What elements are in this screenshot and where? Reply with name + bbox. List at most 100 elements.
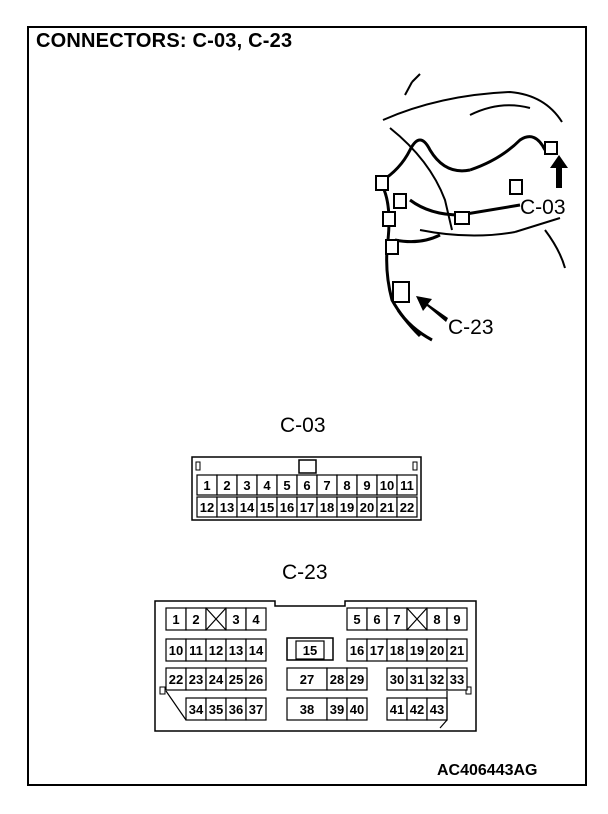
c23-pin-34: 34	[189, 702, 204, 717]
page-title: CONNECTORS: C-03, C-23	[36, 30, 293, 52]
c03-guide-right	[412, 461, 418, 471]
c23-pin-6: 6	[373, 612, 380, 627]
blank-cavity-cross	[406, 607, 428, 631]
c23-pin-36: 36	[229, 702, 243, 717]
c23-pin-29: 29	[350, 672, 364, 687]
c23-pin-38: 38	[300, 702, 314, 717]
c03-pin-5: 5	[283, 478, 290, 493]
c03-guide-left	[195, 461, 201, 471]
c23-pin-8: 8	[433, 612, 440, 627]
c23-pin-21-cell	[446, 638, 468, 662]
c03-pin-4: 4	[263, 478, 271, 493]
c23-pin-35: 35	[209, 702, 223, 717]
wiring-harness	[378, 135, 547, 342]
c23-pin-4: 4	[252, 612, 260, 627]
c23-pin-7: 7	[393, 612, 400, 627]
c03-pin-22: 22	[400, 500, 414, 515]
diagram-frame	[27, 26, 587, 786]
c23-pin-37-cell	[245, 697, 267, 721]
c23-pin-18: 18	[390, 643, 404, 658]
arrow-c23-icon	[416, 296, 448, 322]
c23-pin-26-cell	[245, 667, 267, 691]
c23-pin-32: 32	[430, 672, 444, 687]
c23-pin-40-cell	[346, 697, 368, 721]
c23-pin-12: 12	[209, 643, 223, 658]
c03-pin-7: 7	[323, 478, 330, 493]
c03-pin-22-cell	[396, 496, 418, 518]
harness-connectors	[375, 141, 558, 303]
c03-pin-11-cell	[396, 474, 418, 496]
blank-cavity-cross	[205, 607, 227, 631]
figure-code: AC406443AG	[437, 762, 538, 779]
c23-pin-1: 1	[172, 612, 179, 627]
c03-pin-16: 16	[280, 500, 294, 515]
callout-c23: C-23	[448, 316, 494, 339]
c23-pin-2: 2	[192, 612, 199, 627]
c23-pin-11: 11	[189, 643, 203, 658]
c23-key-slant-right	[439, 691, 448, 729]
c03-pin-15: 15	[260, 500, 274, 515]
c03-pin-13: 13	[220, 500, 234, 515]
c23-pin-3: 3	[232, 612, 239, 627]
c23-guide-left	[159, 686, 166, 695]
c03-pin-6: 6	[303, 478, 310, 493]
c03-pin-19: 19	[340, 500, 354, 515]
c23-pin-39: 39	[330, 702, 344, 717]
c03-pin-21: 21	[380, 500, 394, 515]
c23-pin-16: 16	[350, 643, 364, 658]
c23-pin-25: 25	[229, 672, 243, 687]
c03-pin-8: 8	[343, 478, 350, 493]
c23-pin-23: 23	[189, 672, 203, 687]
c23-pin-13: 13	[229, 643, 243, 658]
c23-pin-14-cell	[245, 638, 267, 662]
c23-pin-20: 20	[430, 643, 444, 658]
c23-pin-30: 30	[390, 672, 404, 687]
c23-pin-9: 9	[453, 612, 460, 627]
c23-pin-37: 37	[249, 702, 263, 717]
c23-pin-19: 19	[410, 643, 424, 658]
c03-pin-10: 10	[380, 478, 394, 493]
c23-pin-33: 33	[450, 672, 464, 687]
c03-pin-12: 12	[200, 500, 214, 515]
c23-pin-31: 31	[410, 672, 424, 687]
c03-lock-tab	[298, 459, 317, 474]
c23-pin-29-cell	[346, 667, 368, 691]
c23-key-slant-left	[165, 690, 187, 721]
c03-pin-17: 17	[300, 500, 314, 515]
dashboard-outline	[382, 73, 566, 269]
c23-pin-41: 41	[390, 702, 404, 717]
c23-pin-5: 5	[353, 612, 360, 627]
c03-label: C-03	[280, 414, 326, 437]
c23-pin-28: 28	[330, 672, 344, 687]
c23-pin-15-cell	[295, 640, 325, 660]
c23-pin-22: 22	[169, 672, 183, 687]
c03-pin-18: 18	[320, 500, 334, 515]
c03-pin-1: 1	[203, 478, 210, 493]
c03-pin-20: 20	[360, 500, 374, 515]
c23-label: C-23	[282, 561, 328, 584]
c23-pin-42: 42	[410, 702, 424, 717]
c03-pin-3: 3	[243, 478, 250, 493]
c03-pin-14: 14	[240, 500, 255, 515]
c23-pin-21: 21	[450, 643, 464, 658]
arrow-c03-icon	[550, 155, 568, 188]
c23-pin-9-cell	[446, 607, 468, 631]
c03-pin-2: 2	[223, 478, 230, 493]
c23-pin-27: 27	[300, 672, 314, 687]
c23-pin-17: 17	[370, 643, 384, 658]
c03-pin-11: 11	[400, 478, 414, 493]
c23-pin-4-cell	[245, 607, 267, 631]
c23-pin-15: 15	[303, 643, 317, 658]
c23-pin-24: 24	[209, 672, 224, 687]
c23-pin-14: 14	[249, 643, 264, 658]
c23-pin-10: 10	[169, 643, 183, 658]
c23-pin-26: 26	[249, 672, 263, 687]
callout-c03: C-03	[520, 196, 566, 219]
c03-pin-9: 9	[363, 478, 370, 493]
